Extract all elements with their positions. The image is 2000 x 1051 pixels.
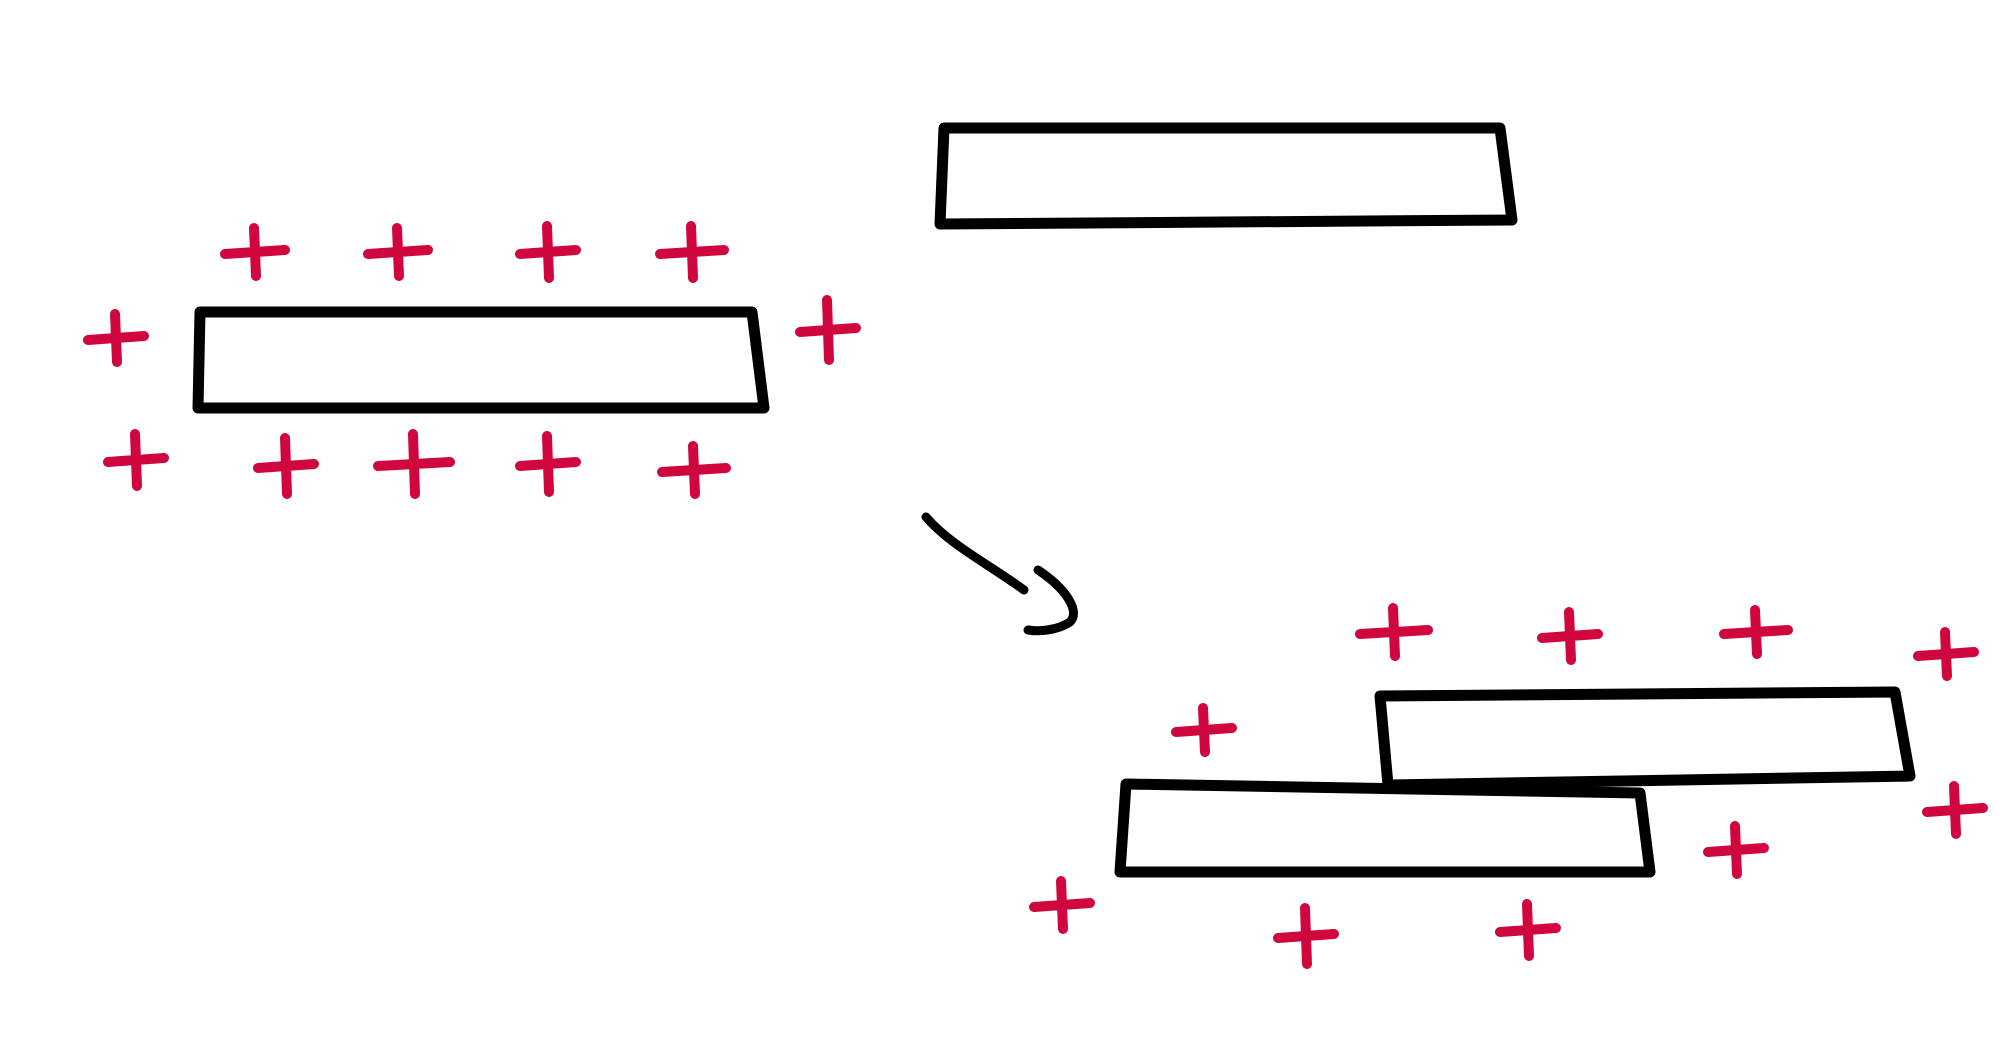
plus-charge-icon <box>373 429 455 499</box>
stacked-bar-lower <box>1114 778 1656 878</box>
plus-charge-icon <box>1537 607 1603 665</box>
plus-charge-icon <box>515 431 581 497</box>
plus-charge-icon <box>1355 603 1433 661</box>
plus-charge-icon <box>657 441 731 499</box>
stacked-bar-upper <box>1374 686 1916 791</box>
charges-layer <box>83 221 1988 969</box>
bars-layer <box>192 122 1916 878</box>
charged-bar-left <box>192 306 770 414</box>
curved-arrow-icon <box>921 512 1029 595</box>
plus-charge-icon <box>515 221 581 283</box>
plus-charge-icon <box>83 309 149 367</box>
plus-charge-icon <box>1273 903 1339 969</box>
plus-charge-icon <box>1719 605 1793 659</box>
plus-charge-icon <box>1171 703 1237 757</box>
plus-charge-icon <box>1029 876 1095 934</box>
arrow-head-icon <box>1023 565 1078 636</box>
arrow-layer <box>921 512 1078 636</box>
plus-charge-icon <box>655 221 729 283</box>
plus-charge-icon <box>1922 781 1988 839</box>
plus-charge-icon <box>1703 821 1769 879</box>
plus-charge-icon <box>220 223 290 281</box>
plus-charge-icon <box>795 295 861 365</box>
plus-charge-icon <box>1913 627 1979 681</box>
plus-charge-icon <box>103 429 169 491</box>
plus-charge-icon <box>1495 899 1561 961</box>
neutral-bar-top <box>934 122 1518 230</box>
plus-charge-icon <box>363 223 433 281</box>
plus-charge-icon <box>253 433 319 499</box>
